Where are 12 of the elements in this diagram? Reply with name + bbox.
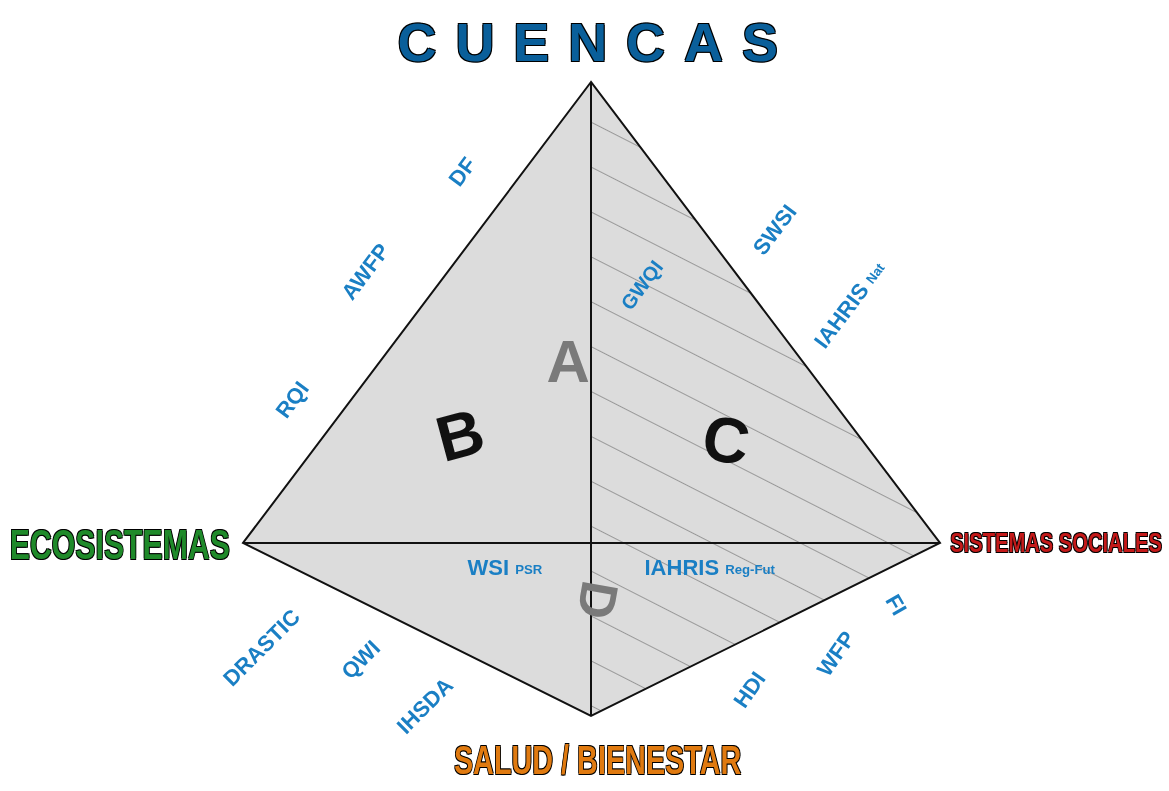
index-label: FI [881,591,911,619]
vertex-title: SISTEMAS SOCIALES [950,529,1162,557]
vertex-title: CUENCAS [397,15,797,69]
index-label: HDI [730,668,770,712]
vertex-title: ECOSISTEMAS [9,524,230,566]
face-letter: C [697,404,755,476]
face-letter: B [429,398,491,472]
face-letter: D [568,577,627,623]
vertex-title: SALUD / BIENESTAR [453,740,741,780]
index-label: DF [444,153,480,191]
index-label: QWI [337,636,385,684]
face-letter: A [546,332,590,392]
